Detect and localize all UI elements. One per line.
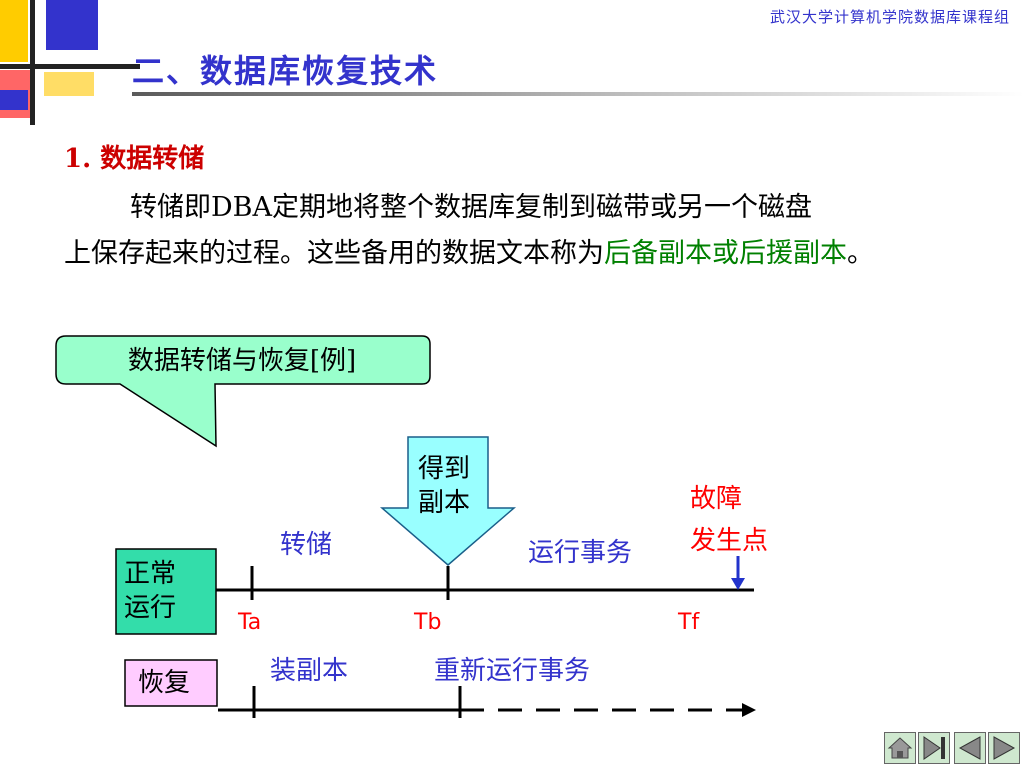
- get-copy-label: 得到 副本: [418, 452, 470, 520]
- section-heading: 1. 数据转储: [64, 144, 205, 174]
- paragraph: 转储即DBA定期地将整个数据库复制到磁带或另一个磁盘 上保存起来的过程。这些备用…: [64, 185, 994, 277]
- failure-line-1: 故障: [690, 484, 743, 514]
- rerun-transactions-label: 重新运行事务: [434, 656, 591, 686]
- previous-icon[interactable]: [954, 732, 986, 764]
- home-icon[interactable]: [884, 732, 916, 764]
- load-copy-label: 装副本: [270, 656, 349, 686]
- recovery-box-label: 恢复: [138, 668, 191, 698]
- run-transactions-label: 运行事务: [528, 538, 633, 568]
- callout-text: 数据转储与恢复[例]: [127, 346, 357, 376]
- failure-line-2: 发生点: [690, 526, 769, 556]
- corner-decoration: [0, 0, 140, 125]
- get-copy-arrow: [379, 436, 517, 566]
- highlight-term: 后备副本或后援副本: [604, 238, 847, 269]
- page-title: 二、数据库恢复技术: [132, 52, 439, 90]
- paragraph-line-2: 上保存起来的过程。这些备用的数据文本称为: [64, 238, 604, 269]
- get-copy-line-1: 得到: [418, 454, 471, 484]
- dump-label: 转储: [280, 530, 333, 560]
- normal-box-line-1: 正常: [124, 559, 177, 589]
- failure-point-label: 故障 发生点: [690, 478, 768, 562]
- tick-label-ta: Ta: [238, 610, 262, 635]
- normal-box: [115, 548, 217, 635]
- paragraph-end: 。: [847, 238, 874, 269]
- callout-bubble: [55, 335, 431, 448]
- next-icon[interactable]: [988, 732, 1020, 764]
- paragraph-line-1: 转储即DBA定期地将整个数据库复制到磁带或另一个磁盘: [130, 192, 812, 223]
- rerun-arrow-head: [742, 703, 756, 717]
- failure-arrow-head: [731, 578, 745, 590]
- normal-box-label: 正常 运行: [124, 557, 176, 625]
- normal-box-line-2: 运行: [124, 593, 177, 623]
- last-slide-icon[interactable]: [918, 732, 950, 764]
- get-copy-line-2: 副本: [418, 488, 471, 518]
- tick-label-tf: Tf: [678, 610, 700, 635]
- recovery-box: [124, 659, 218, 707]
- title-underline: [132, 92, 1024, 96]
- course-org: 武汉大学计算机学院数据库课程组: [769, 8, 1010, 26]
- tick-label-tb: Tb: [414, 610, 442, 635]
